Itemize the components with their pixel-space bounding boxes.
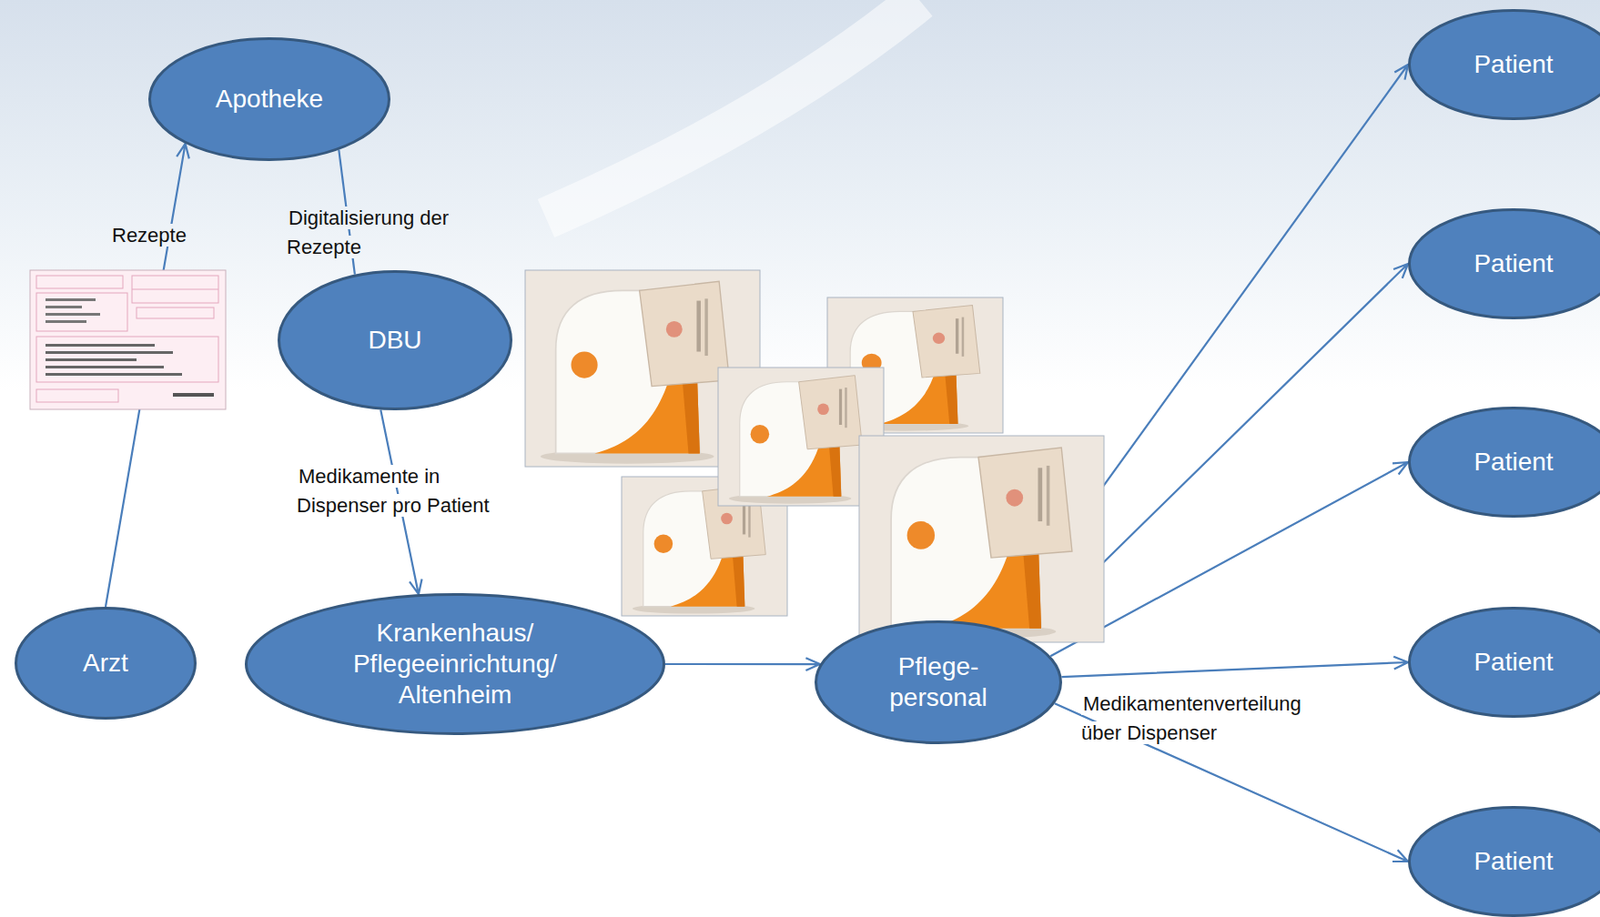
connector-arrow bbox=[665, 658, 821, 671]
edge-label: Medikamentenverteilung über Dispenser bbox=[1081, 689, 1337, 749]
ellipse-shape bbox=[1409, 808, 1600, 917]
form-print bbox=[45, 365, 164, 369]
node-label: Arzt bbox=[82, 648, 129, 679]
form-print bbox=[45, 358, 137, 362]
form-line bbox=[131, 289, 219, 291]
ellipse-shape bbox=[1409, 10, 1600, 120]
ellipse-shape bbox=[1409, 210, 1600, 319]
node-label: Patient bbox=[1473, 248, 1553, 280]
form-sheet bbox=[30, 270, 226, 410]
process-ellipse: Krankenhaus/ Pflegeeinrichtung/ Altenhei… bbox=[244, 593, 666, 736]
ellipse-shape bbox=[1409, 608, 1600, 718]
edge-label-text: Rezepte bbox=[110, 223, 189, 247]
process-ellipse: Apotheke bbox=[148, 37, 391, 162]
form-field bbox=[36, 293, 128, 332]
prescription-form bbox=[30, 270, 226, 410]
ellipse-outline bbox=[814, 620, 1063, 745]
node-text-block: Patient bbox=[1473, 846, 1553, 878]
connector-line bbox=[665, 658, 821, 671]
node-label: DBU bbox=[367, 324, 422, 356]
process-ellipse: Patient bbox=[1407, 607, 1600, 719]
process-ellipse: Patient bbox=[1407, 208, 1600, 320]
form-field bbox=[36, 389, 119, 403]
node-text-block: DBU bbox=[367, 324, 422, 356]
node-text-block: Patient bbox=[1473, 446, 1553, 478]
ellipse-shape bbox=[150, 39, 390, 161]
form-print bbox=[45, 305, 82, 309]
ellipse-shape bbox=[816, 622, 1062, 744]
node-text-block: Apotheke bbox=[215, 83, 324, 115]
edge-label-text: Medikamentenverteilung über Dispenser bbox=[1081, 692, 1302, 745]
form-print bbox=[45, 298, 96, 302]
form-field bbox=[36, 275, 123, 289]
process-ellipse: Patient bbox=[1407, 9, 1600, 121]
form-field bbox=[131, 275, 219, 304]
form-field bbox=[36, 336, 219, 383]
background-swoosh bbox=[546, 0, 920, 219]
form-print bbox=[45, 373, 183, 376]
edge-label: Rezepte bbox=[110, 221, 189, 251]
node-text-block: Arzt bbox=[82, 648, 129, 679]
process-ellipse: Patient bbox=[1407, 406, 1600, 518]
process-ellipse: Pflege- personal bbox=[814, 620, 1063, 745]
form-barcode bbox=[172, 393, 214, 397]
ellipse-shape bbox=[1409, 408, 1600, 517]
dispenser-photo bbox=[859, 435, 1104, 643]
node-label: Patient bbox=[1473, 446, 1553, 478]
process-ellipse: Patient bbox=[1407, 806, 1600, 917]
edge-label: Medikamente in Dispenser pro Patient bbox=[296, 462, 525, 521]
form-print bbox=[45, 313, 101, 316]
node-text-block: Krankenhaus/ Pflegeeinrichtung/ Altenhei… bbox=[353, 617, 557, 711]
node-text-block: Pflege- personal bbox=[889, 651, 987, 714]
node-label: Krankenhaus/ Pflegeeinrichtung/ Altenhei… bbox=[353, 617, 557, 711]
connector-arrow bbox=[1061, 657, 1408, 678]
form-print bbox=[45, 344, 155, 347]
node-text-block: Patient bbox=[1473, 248, 1553, 280]
ellipse-shape bbox=[16, 608, 196, 719]
node-label: Patient bbox=[1473, 846, 1553, 878]
form-print bbox=[45, 320, 87, 324]
process-ellipse: DBU bbox=[277, 270, 513, 411]
photo-frame bbox=[859, 435, 1104, 643]
ellipse-shape bbox=[279, 272, 512, 410]
node-label: Patient bbox=[1473, 647, 1553, 679]
node-text-block: Patient bbox=[1473, 49, 1553, 81]
form-print bbox=[45, 351, 173, 355]
node-label: Apotheke bbox=[215, 83, 324, 115]
edge-label-text: Digitalisierung der Rezepte bbox=[286, 206, 449, 259]
ellipse-shape bbox=[246, 595, 665, 735]
node-label: Pflege- personal bbox=[889, 651, 987, 714]
connector-line bbox=[1061, 657, 1408, 678]
edge-label-text: Medikamente in Dispenser pro Patient bbox=[296, 465, 492, 517]
node-label: Patient bbox=[1473, 49, 1553, 81]
edge-label: Digitalisierung der Rezepte bbox=[286, 203, 515, 263]
node-text-block: Patient bbox=[1473, 647, 1553, 679]
form-field bbox=[136, 307, 214, 319]
process-ellipse: Arzt bbox=[14, 607, 197, 720]
